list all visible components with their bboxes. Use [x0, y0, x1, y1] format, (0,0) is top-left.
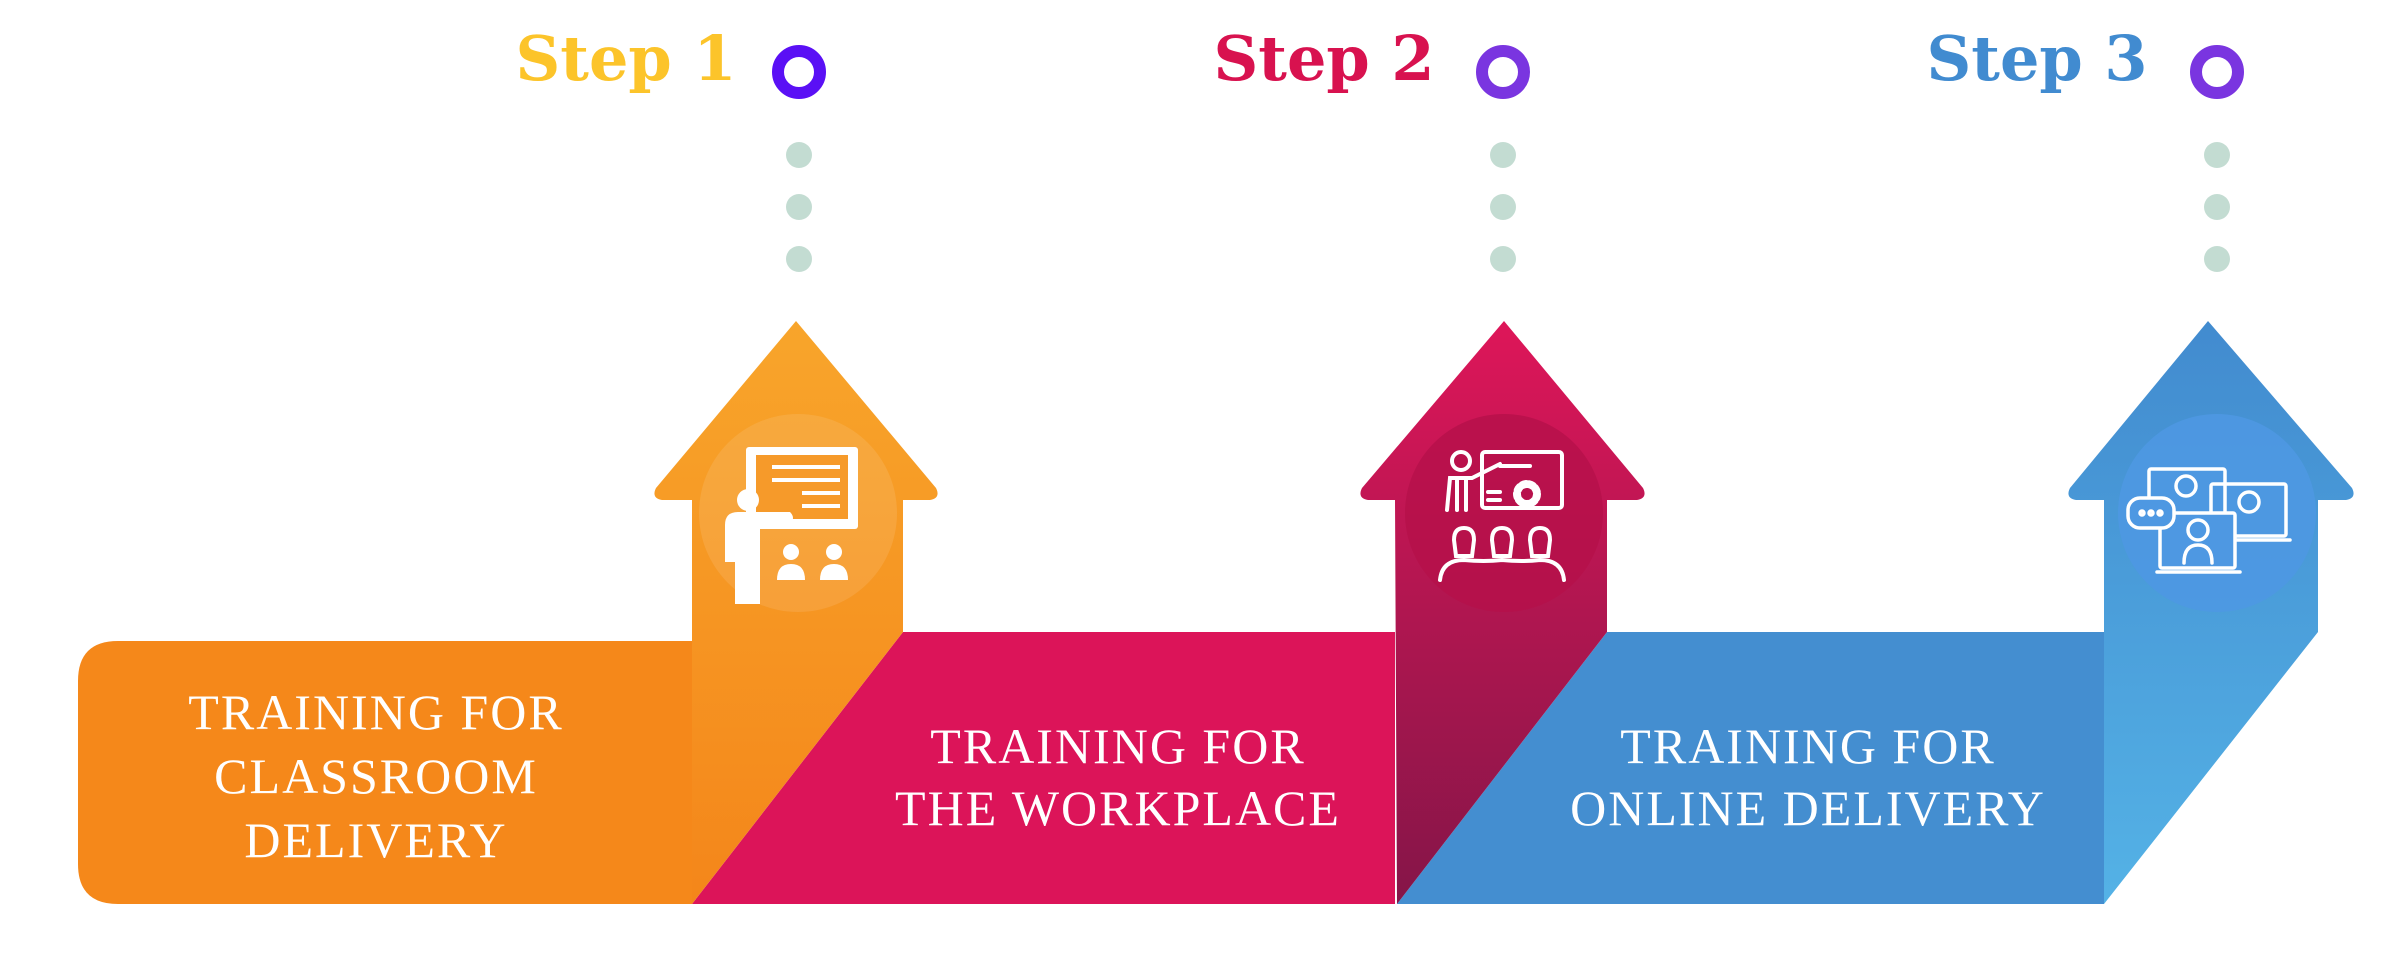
step-3-label: TRAINING FOR ONLINE DELIVERY — [1570, 718, 2046, 836]
step-1-marker — [772, 45, 826, 272]
step-2-label-line: TRAINING FOR — [930, 718, 1305, 774]
step-1-label-line: DELIVERY — [244, 812, 507, 868]
step-3-label-line: ONLINE DELIVERY — [1570, 780, 2046, 836]
step-1-arrow — [654, 321, 938, 904]
step-2-marker — [1476, 45, 1530, 272]
step-2-label: TRAINING FOR THE WORKPLACE — [895, 718, 1341, 836]
step-1-label-line: CLASSROOM — [214, 748, 538, 804]
step-3-band — [1397, 632, 2104, 904]
step-1-band — [78, 641, 692, 904]
step-3-arrow — [2068, 321, 2354, 904]
workplace-presentation-icon — [1438, 450, 1566, 582]
step-3-marker — [2190, 45, 2244, 272]
online-meeting-icon — [2126, 467, 2292, 574]
step-2-label-line: THE WORKPLACE — [895, 780, 1341, 836]
step-1-title: Step 1 — [516, 22, 737, 95]
step-2-title: Step 2 — [1214, 22, 1435, 95]
step-1-label: TRAINING FOR CLASSROOM DELIVERY — [188, 684, 563, 868]
step-1-label-line: TRAINING FOR — [188, 684, 563, 740]
step-3-title: Step 3 — [1927, 22, 2148, 95]
classroom-teacher-icon — [725, 447, 858, 604]
step-2-band — [692, 632, 1395, 904]
step-2-icon-badge — [1405, 414, 1603, 612]
step-3-label-line: TRAINING FOR — [1620, 718, 1995, 774]
